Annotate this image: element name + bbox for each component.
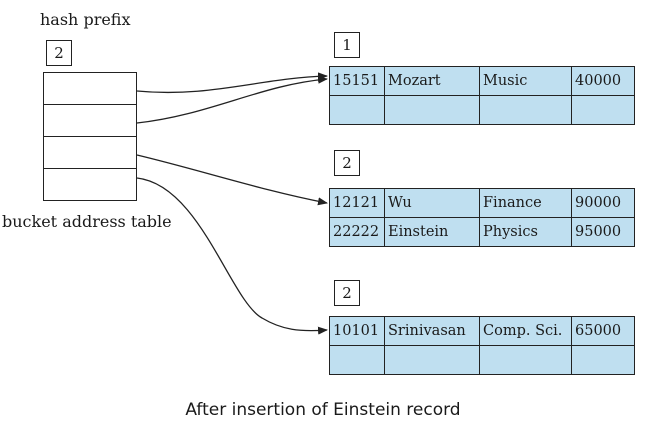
record-salary: 65000 <box>575 323 622 339</box>
arrow-entry-2-to-bucket-2 <box>136 154 328 206</box>
record-dept: Physics <box>480 218 572 246</box>
record-id: 22222 <box>330 218 385 246</box>
record-salary: 40000 <box>575 73 622 89</box>
bucket-1: 15151 Mozart Music 40000 <box>329 66 635 125</box>
record-name: Einstein <box>385 218 480 246</box>
bucket-2-row-2: 22222 Einstein Physics 95000 <box>330 218 634 246</box>
address-entry-1 <box>44 105 136 137</box>
record-name <box>385 96 480 124</box>
bucket-3-local-depth: 2 <box>334 280 360 306</box>
record-salary: 95000 <box>575 224 622 240</box>
record-dept: Finance <box>480 189 572 217</box>
record-salary: 90000 <box>575 195 622 211</box>
bucket-3-row-1: 10101 Srinivasan Comp. Sci. 65000 <box>330 317 634 346</box>
record-id: 10101 <box>330 317 385 345</box>
record-id <box>330 96 385 124</box>
diagram-caption: After insertion of Einstein record <box>185 400 461 420</box>
bucket-address-table-label: bucket address table <box>2 212 172 231</box>
arrow-entry-3-to-bucket-3 <box>136 177 328 335</box>
record-name: Wu <box>385 189 480 217</box>
address-entry-2 <box>44 137 136 169</box>
arrow-entry-1-to-bucket-1 <box>136 75 328 124</box>
global-depth-box: 2 <box>46 40 72 66</box>
arrow-entry-0-to-bucket-1 <box>136 72 328 94</box>
hash-prefix-label: hash prefix <box>40 10 131 29</box>
bucket-1-local-depth: 1 <box>334 32 360 58</box>
bucket-2-local-depth: 2 <box>334 150 360 176</box>
record-id: 12121 <box>330 189 385 217</box>
address-entry-0 <box>44 73 136 105</box>
record-dept: Music <box>480 67 572 95</box>
record-dept <box>480 96 572 124</box>
bucket-1-row-2 <box>330 96 634 124</box>
bucket-address-table <box>43 72 137 201</box>
record-dept: Comp. Sci. <box>480 317 572 345</box>
bucket-1-row-1: 15151 Mozart Music 40000 <box>330 67 634 96</box>
record-id: 15151 <box>330 67 385 95</box>
record-dept <box>480 346 572 374</box>
record-name <box>385 346 480 374</box>
bucket-2-row-1: 12121 Wu Finance 90000 <box>330 189 634 218</box>
bucket-2: 12121 Wu Finance 90000 22222 Einstein Ph… <box>329 188 635 247</box>
record-id <box>330 346 385 374</box>
bucket-3-row-2 <box>330 346 634 374</box>
record-name: Mozart <box>385 67 480 95</box>
bucket-3: 10101 Srinivasan Comp. Sci. 65000 <box>329 316 635 375</box>
record-name: Srinivasan <box>385 317 480 345</box>
